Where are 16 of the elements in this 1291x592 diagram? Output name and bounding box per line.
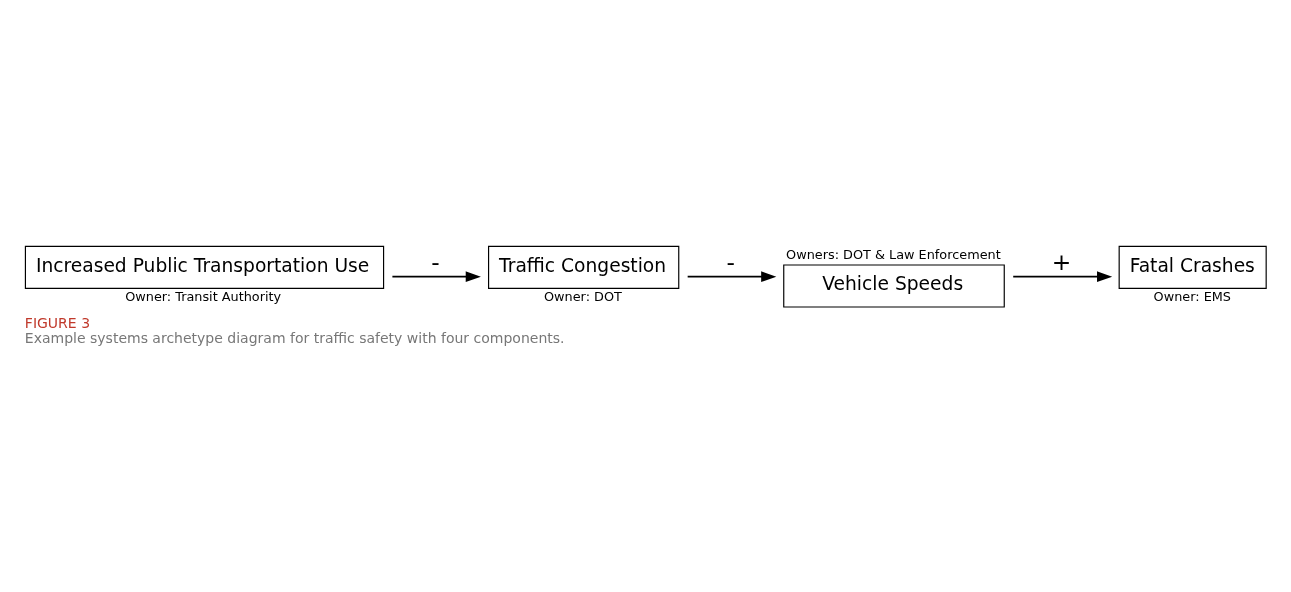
node-box: Vehicle Speeds [783, 263, 1005, 308]
caption: Example systems archetype diagram for traffic safety with four components. [24, 329, 565, 346]
node-label: Owner: Transit Authority [125, 288, 282, 304]
node-box: Increased Public Transportation Use [24, 245, 385, 289]
edge-label: + [1051, 247, 1072, 276]
node-label: Owner: EMS [1153, 288, 1231, 304]
node-label: Owner: DOT [544, 288, 622, 304]
edge-label: - [431, 247, 440, 276]
edge-label: - [726, 247, 735, 276]
arrow [686, 270, 777, 282]
arrow [1012, 270, 1113, 282]
node-box: Fatal Crashes [1118, 245, 1267, 289]
node-label: Owners: DOT & Law Enforcement [786, 246, 1001, 262]
arrow [391, 270, 481, 282]
node-box: Traffic Congestion [488, 245, 680, 289]
diagram-title: FIGURE 3 [24, 314, 91, 331]
